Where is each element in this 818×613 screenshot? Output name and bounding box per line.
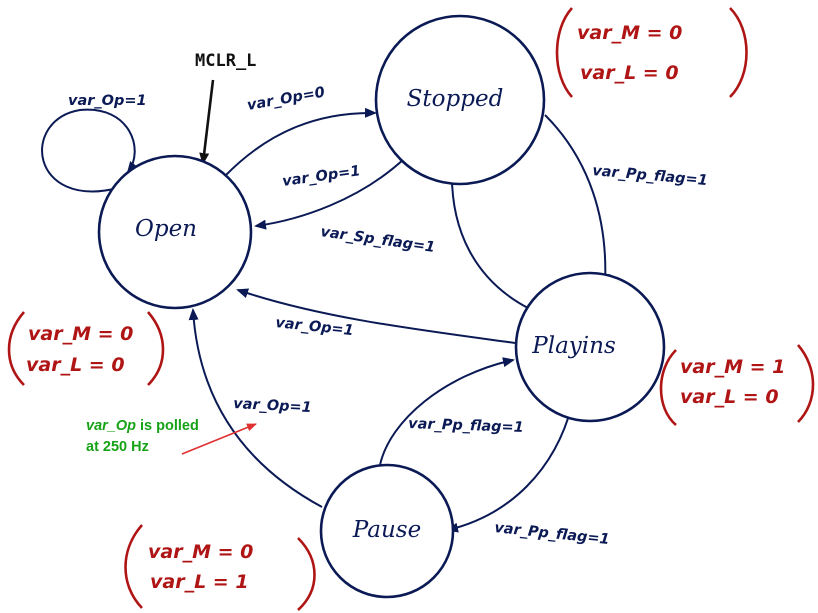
state-stopped-label: Stopped	[407, 86, 504, 112]
output-pause-l: var_L = 1	[150, 571, 249, 593]
state-open-label: Open	[135, 216, 197, 242]
state-playing: Playins	[514, 271, 666, 423]
edge-open-to-stopped	[224, 107, 377, 177]
label-stopped-to-open: var_Op=1	[281, 163, 361, 190]
polling-note-rest: is polled	[136, 418, 199, 434]
outputs-playing: var_M = 1 var_L = 0	[659, 344, 815, 426]
state-playing-label: Playins	[531, 333, 616, 359]
edge-playing-to-stopped	[446, 166, 529, 309]
outputs-stopped: var_M = 0 var_L = 0	[555, 7, 748, 98]
label-open-to-stopped: var_Op=0	[246, 85, 326, 114]
polling-note-var: var_Op	[86, 418, 136, 434]
polling-note: var_Op is polled at 250 Hz	[86, 418, 257, 455]
state-pause: Pause	[319, 463, 455, 599]
polling-note-line1: var_Op is polled	[86, 418, 199, 434]
state-pause-label: Pause	[352, 517, 421, 543]
label-pause-to-playing: var_Pp_flag=1	[408, 416, 524, 436]
edge-open-self-loop	[41, 108, 139, 193]
label-playing-to-pause: var_Pp_flag=1	[494, 520, 611, 548]
edge-stopped-to-playing	[544, 114, 611, 286]
outputs-open: var_M = 0 var_L = 0	[7, 311, 165, 386]
state-stopped: Stopped	[374, 14, 546, 186]
outputs-pause: var_M = 0 var_L = 1	[124, 524, 316, 611]
polling-note-arrow	[181, 423, 257, 455]
label-open-self: var_Op=1	[68, 93, 147, 109]
label-pause-to-open: var_Op=1	[233, 396, 312, 416]
edge-playing-to-pause	[446, 404, 573, 533]
edge-pause-to-playing	[379, 357, 515, 466]
reset-label: MCLR_L	[195, 51, 256, 71]
label-playing-to-stopped: var_Sp_flag=1	[319, 224, 436, 256]
output-stopped-l: var_L = 0	[580, 62, 679, 84]
label-playing-to-open: var_Op=1	[275, 315, 355, 339]
edge-pause-to-open	[188, 308, 323, 508]
reset-arrow	[199, 79, 215, 165]
label-stopped-to-playing: var_Pp_flag=1	[592, 163, 709, 189]
output-stopped-m: var_M = 0	[577, 22, 682, 44]
output-playing-l: var_L = 0	[680, 386, 779, 408]
output-pause-m: var_M = 0	[148, 541, 253, 563]
edge-playing-to-open	[236, 288, 516, 344]
output-open-m: var_M = 0	[28, 323, 133, 345]
polling-note-line2: at 250 Hz	[86, 439, 149, 455]
edge-stopped-to-open	[254, 157, 406, 230]
state-open: Open	[97, 154, 253, 310]
output-open-l: var_L = 0	[26, 354, 125, 376]
output-playing-m: var_M = 1	[680, 356, 785, 378]
